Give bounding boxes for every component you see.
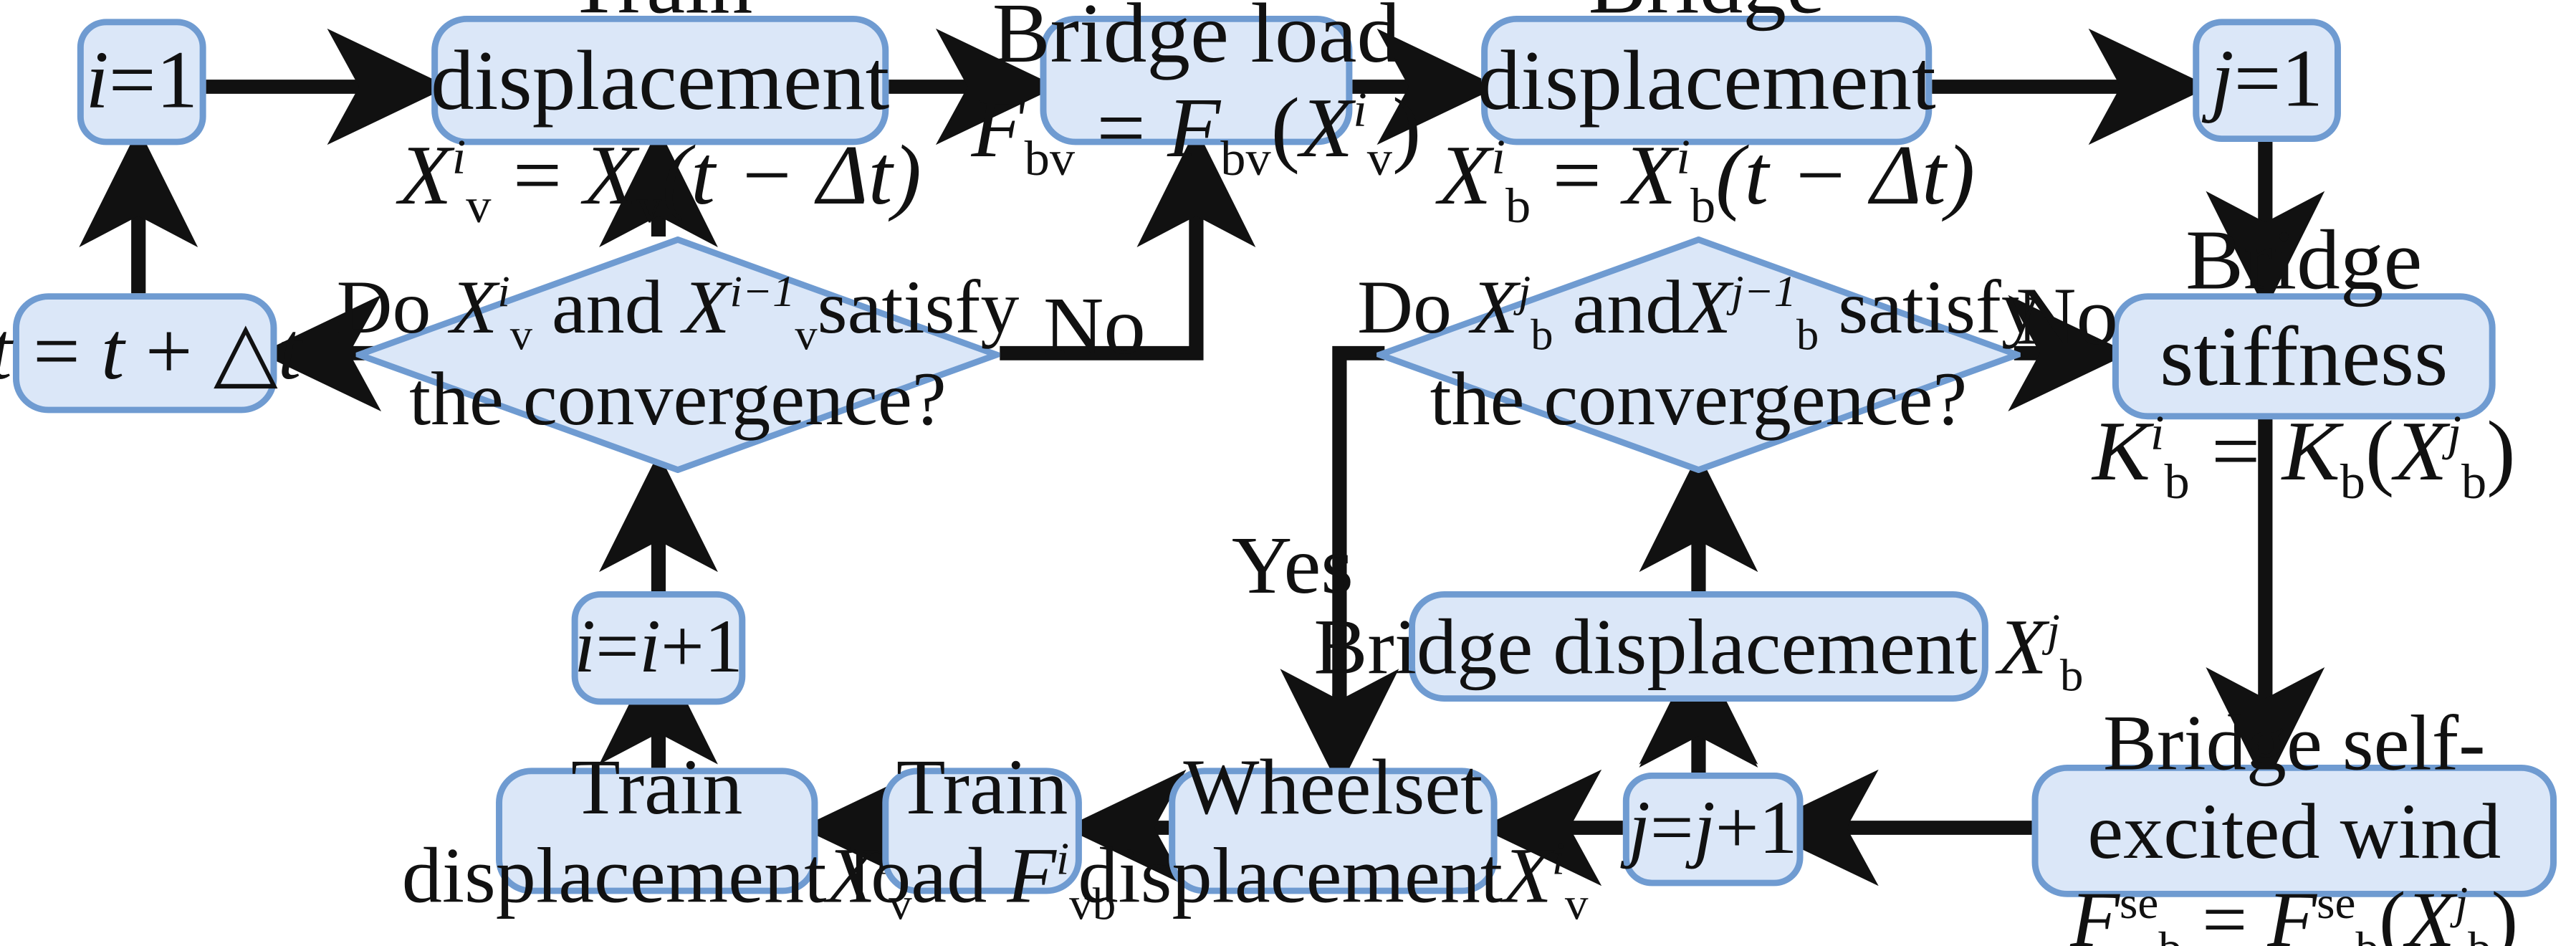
node-bridge-displacement-title: Bridge displacement [1477,0,1936,128]
edge-label-no-train: No [1043,282,1146,373]
node-train-displacement-formula: Xiv = Xv(t − Δt) [398,128,921,234]
node-j-init-label: j=1 [2211,34,2323,125]
node-train-load[interactable]: Train load Fivb [848,742,1116,927]
node-bridge-displacement-j[interactable]: Bridge displacement Xjb [1313,591,2083,702]
edge-label-no-bridge: No [2016,272,2118,363]
node-bridge-load-title: Bridge load [992,0,1401,80]
node-time-step-label: t = t + △t [0,307,302,398]
node-train-convergence-text: Do Xiv and Xi−1vsatisfy the convergence? [336,267,1020,441]
node-bridge-stiffness[interactable]: Bridge stiffness Kib = Kb(Xjb) [2092,214,2516,507]
train-convergence-shape [355,236,1000,473]
node-bridge-displacement-j-label: Bridge displacement Xjb [1313,602,2084,702]
node-train-displacement-title: Train displacement [431,0,890,128]
node-bridge-convergence-text: Do Xjb andXj−1b satisfy the convergence? [1357,267,2040,441]
node-bridge-load[interactable]: Bridge load Fbv = Fbv(Xiv) [972,0,1422,183]
node-wheelset-displacement-line1: Wheelset [1183,742,1483,831]
node-i-increment[interactable]: i=i+1 [571,591,746,705]
node-bridge-convergence[interactable]: Do Xjb andXj−1b satisfy the convergence? [1357,236,2040,473]
node-bridge-stiffness-title: Bridge stiffness [2160,213,2448,403]
node-bridge-displacement[interactable]: Bridge displacement Xib = Xib(t − Δt) [1438,0,1975,231]
node-bridge-stiffness-formula: Kib = Kb(Xjb) [2092,403,2516,510]
node-j-increment-label: j=j+1 [1628,787,1798,871]
node-bridge-wind-formula: Fseb = Fseb(Xjb) [2070,875,2519,946]
node-bridge-load-formula: Fbv = Fbv(Xiv) [971,80,1422,186]
node-train-convergence[interactable]: Do Xiv and Xi−1vsatisfy the convergence? [337,236,1019,473]
node-time-step[interactable]: t = t + △t [0,293,301,414]
node-train-displacement[interactable]: Train displacement Xiv = Xv(t − Δt) [399,0,921,231]
node-train-displacement-bottom-line1: Train [571,742,743,831]
node-j-increment[interactable]: j=j+1 [1622,773,1804,887]
node-bridge-wind-title: Bridge self-excited wind [2087,698,2501,875]
node-train-load-line1: Train [896,742,1068,831]
node-train-displacement-bottom[interactable]: Train displacementXiv [402,742,912,927]
edge-label-yes-bridge: Yes [1231,522,1354,612]
node-wheelset-displacement-line2: displacementXiv [1078,831,1589,930]
bridge-convergence-shape [1376,236,2021,473]
node-train-displacement-bottom-line2: displacementXiv [401,831,912,930]
node-i-init-label: i=1 [85,36,198,126]
node-i-init[interactable]: i=1 [77,19,206,145]
node-j-init[interactable]: j=1 [2193,19,2341,143]
node-train-load-line2: load Fivb [848,831,1116,930]
node-i-increment-label: i=i+1 [574,606,743,689]
node-bridge-self-excited-wind[interactable]: Bridge self-excited wind Fseb = Fseb(Xjb… [2031,699,2557,946]
edge-bridgeconv-yes-seg [1332,345,1385,742]
node-wheelset-displacement[interactable]: Wheelset displacementXiv [1078,742,1588,927]
node-bridge-displacement-formula: Xib = Xib(t − Δt) [1438,128,1976,234]
